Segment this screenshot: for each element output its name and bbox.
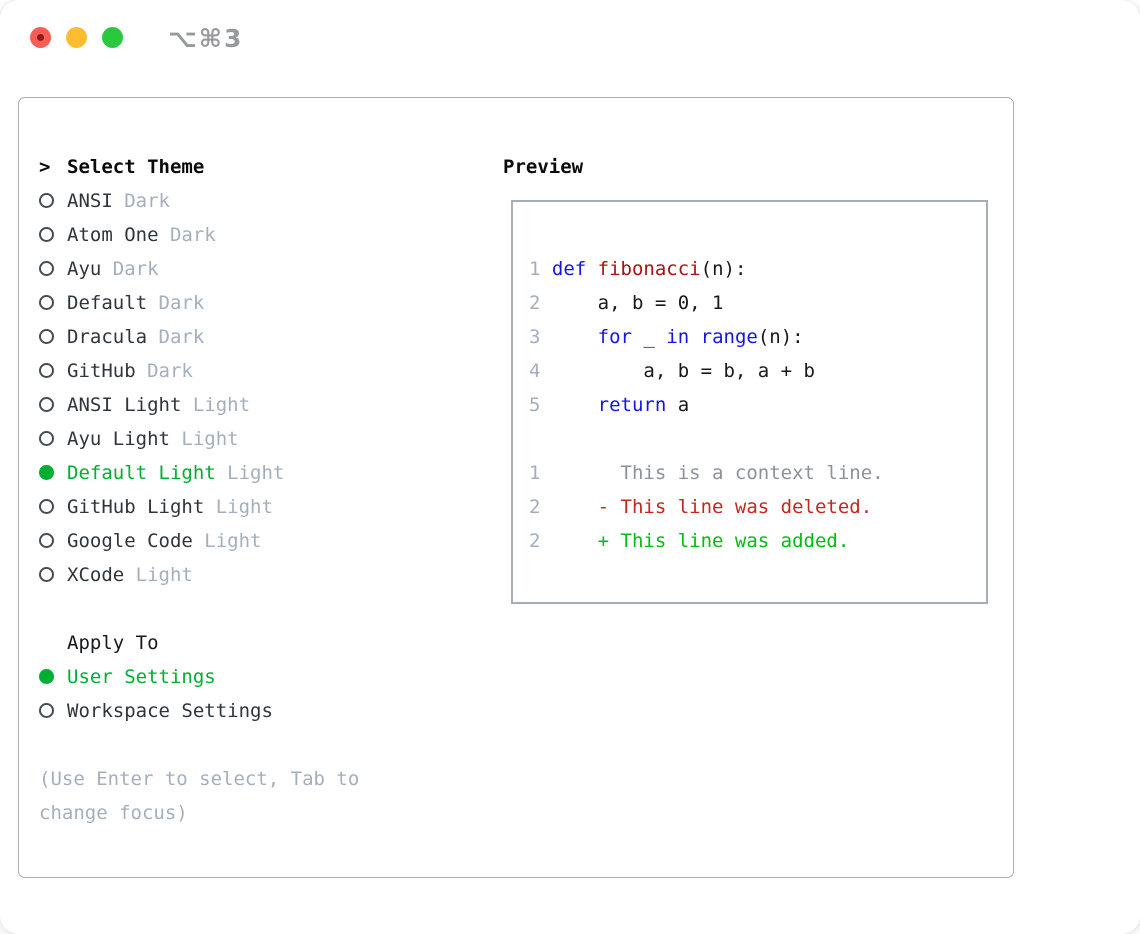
preview-line: 3 for _ in range(n): bbox=[529, 326, 804, 348]
zoom-button[interactable] bbox=[102, 27, 123, 48]
option-tag: Dark bbox=[135, 360, 193, 382]
radio-icon bbox=[39, 261, 54, 276]
spacer bbox=[39, 728, 359, 762]
option-tag: Dark bbox=[158, 224, 216, 246]
option-tag: Light bbox=[204, 496, 273, 518]
preview-line: 2 + This line was added. bbox=[529, 530, 850, 552]
option-tag: Light bbox=[169, 428, 239, 450]
option-tag: Dark bbox=[112, 190, 170, 212]
preview-line: 1 This is a context line. bbox=[529, 462, 884, 484]
apply-to-title: Apply To bbox=[67, 632, 159, 654]
option-github[interactable]: GitHub Dark bbox=[39, 354, 359, 388]
radio-icon bbox=[39, 567, 54, 582]
help-text: (Use Enter to select, Tab to change focu… bbox=[39, 762, 359, 830]
option-label: Ayu bbox=[67, 258, 102, 280]
option-tag: Light bbox=[215, 462, 285, 484]
option-label: GitHub bbox=[67, 360, 136, 382]
option-label: XCode bbox=[67, 564, 125, 586]
code-preview: 1 def fibonacci(n): 2 a, b = 0, 1 3 for _ … bbox=[513, 202, 986, 558]
option-label: Atom One bbox=[67, 224, 159, 246]
radio-icon bbox=[39, 397, 54, 412]
option-tag: Dark bbox=[101, 258, 159, 280]
option-tag: Light bbox=[124, 564, 193, 586]
option-ayu[interactable]: Ayu Dark bbox=[39, 252, 359, 286]
option-tag: Dark bbox=[147, 326, 205, 348]
preview-line: 5 return a bbox=[529, 394, 690, 416]
option-tag: Dark bbox=[147, 292, 205, 314]
option-ayu-light[interactable]: Ayu Light Light bbox=[39, 422, 359, 456]
close-button[interactable] bbox=[30, 27, 51, 48]
option-xcode[interactable]: XCode Light bbox=[39, 558, 359, 592]
help-line-2: change focus) bbox=[39, 802, 188, 824]
option-user-settings[interactable]: User Settings bbox=[39, 660, 359, 694]
option-label: Ayu Light bbox=[67, 428, 170, 450]
apply-to-header: Apply To bbox=[39, 626, 359, 660]
option-label: User Settings bbox=[67, 666, 216, 688]
option-label: GitHub Light bbox=[67, 496, 205, 518]
radio-selected-icon bbox=[39, 465, 54, 480]
preview-pane: 1 def fibonacci(n): 2 a, b = 0, 1 3 for _ … bbox=[511, 200, 988, 604]
radio-icon bbox=[39, 329, 54, 344]
spacer bbox=[39, 592, 359, 626]
window-title-shortcut: ⌥⌘3 bbox=[168, 24, 244, 53]
preview-header: Preview bbox=[503, 156, 584, 178]
select-theme-header: > Select Theme bbox=[39, 150, 359, 184]
option-label: ANSI Light bbox=[67, 394, 182, 416]
option-default[interactable]: Default Dark bbox=[39, 286, 359, 320]
option-label: Default bbox=[67, 292, 148, 314]
preview-line: 1 def fibonacci(n): bbox=[529, 258, 747, 280]
option-dracula[interactable]: Dracula Dark bbox=[39, 320, 359, 354]
radio-icon bbox=[39, 363, 54, 378]
option-label: ANSI bbox=[67, 190, 113, 212]
radio-icon bbox=[39, 227, 54, 242]
option-label: Google Code bbox=[67, 530, 193, 552]
option-default-light[interactable]: Default Light Light bbox=[39, 456, 359, 490]
radio-icon bbox=[39, 295, 54, 310]
option-ansi-light[interactable]: ANSI Light Light bbox=[39, 388, 359, 422]
option-ansi[interactable]: ANSI Dark bbox=[39, 184, 359, 218]
preview-line: 2 - This line was deleted. bbox=[529, 496, 873, 518]
option-workspace-settings[interactable]: Workspace Settings bbox=[39, 694, 359, 728]
minimize-button[interactable] bbox=[66, 27, 87, 48]
titlebar: ⌥⌘3 bbox=[0, 0, 1140, 76]
radio-selected-icon bbox=[39, 669, 54, 684]
option-atom-one[interactable]: Atom One Dark bbox=[39, 218, 359, 252]
option-label: Dracula bbox=[67, 326, 148, 348]
radio-icon bbox=[39, 193, 54, 208]
preview-line: 2 a, b = 0, 1 bbox=[529, 292, 724, 314]
radio-icon bbox=[39, 499, 54, 514]
preview-line bbox=[529, 422, 986, 456]
option-github-light[interactable]: GitHub Light Light bbox=[39, 490, 359, 524]
option-label: Default Light bbox=[67, 462, 216, 484]
option-label: Workspace Settings bbox=[67, 700, 273, 722]
option-tag: Light bbox=[181, 394, 251, 416]
radio-icon bbox=[39, 533, 54, 548]
select-theme-title: Select Theme bbox=[67, 156, 205, 178]
radio-icon bbox=[39, 431, 54, 446]
option-tag: Light bbox=[192, 530, 262, 552]
preview-line: 4 a, b = b, a + b bbox=[529, 360, 815, 382]
cursor-arrow-icon: > bbox=[39, 156, 51, 178]
close-dot-icon bbox=[37, 34, 44, 41]
option-google-code[interactable]: Google Code Light bbox=[39, 524, 359, 558]
radio-icon bbox=[39, 703, 54, 718]
help-line-1: (Use Enter to select, Tab to bbox=[39, 768, 360, 790]
